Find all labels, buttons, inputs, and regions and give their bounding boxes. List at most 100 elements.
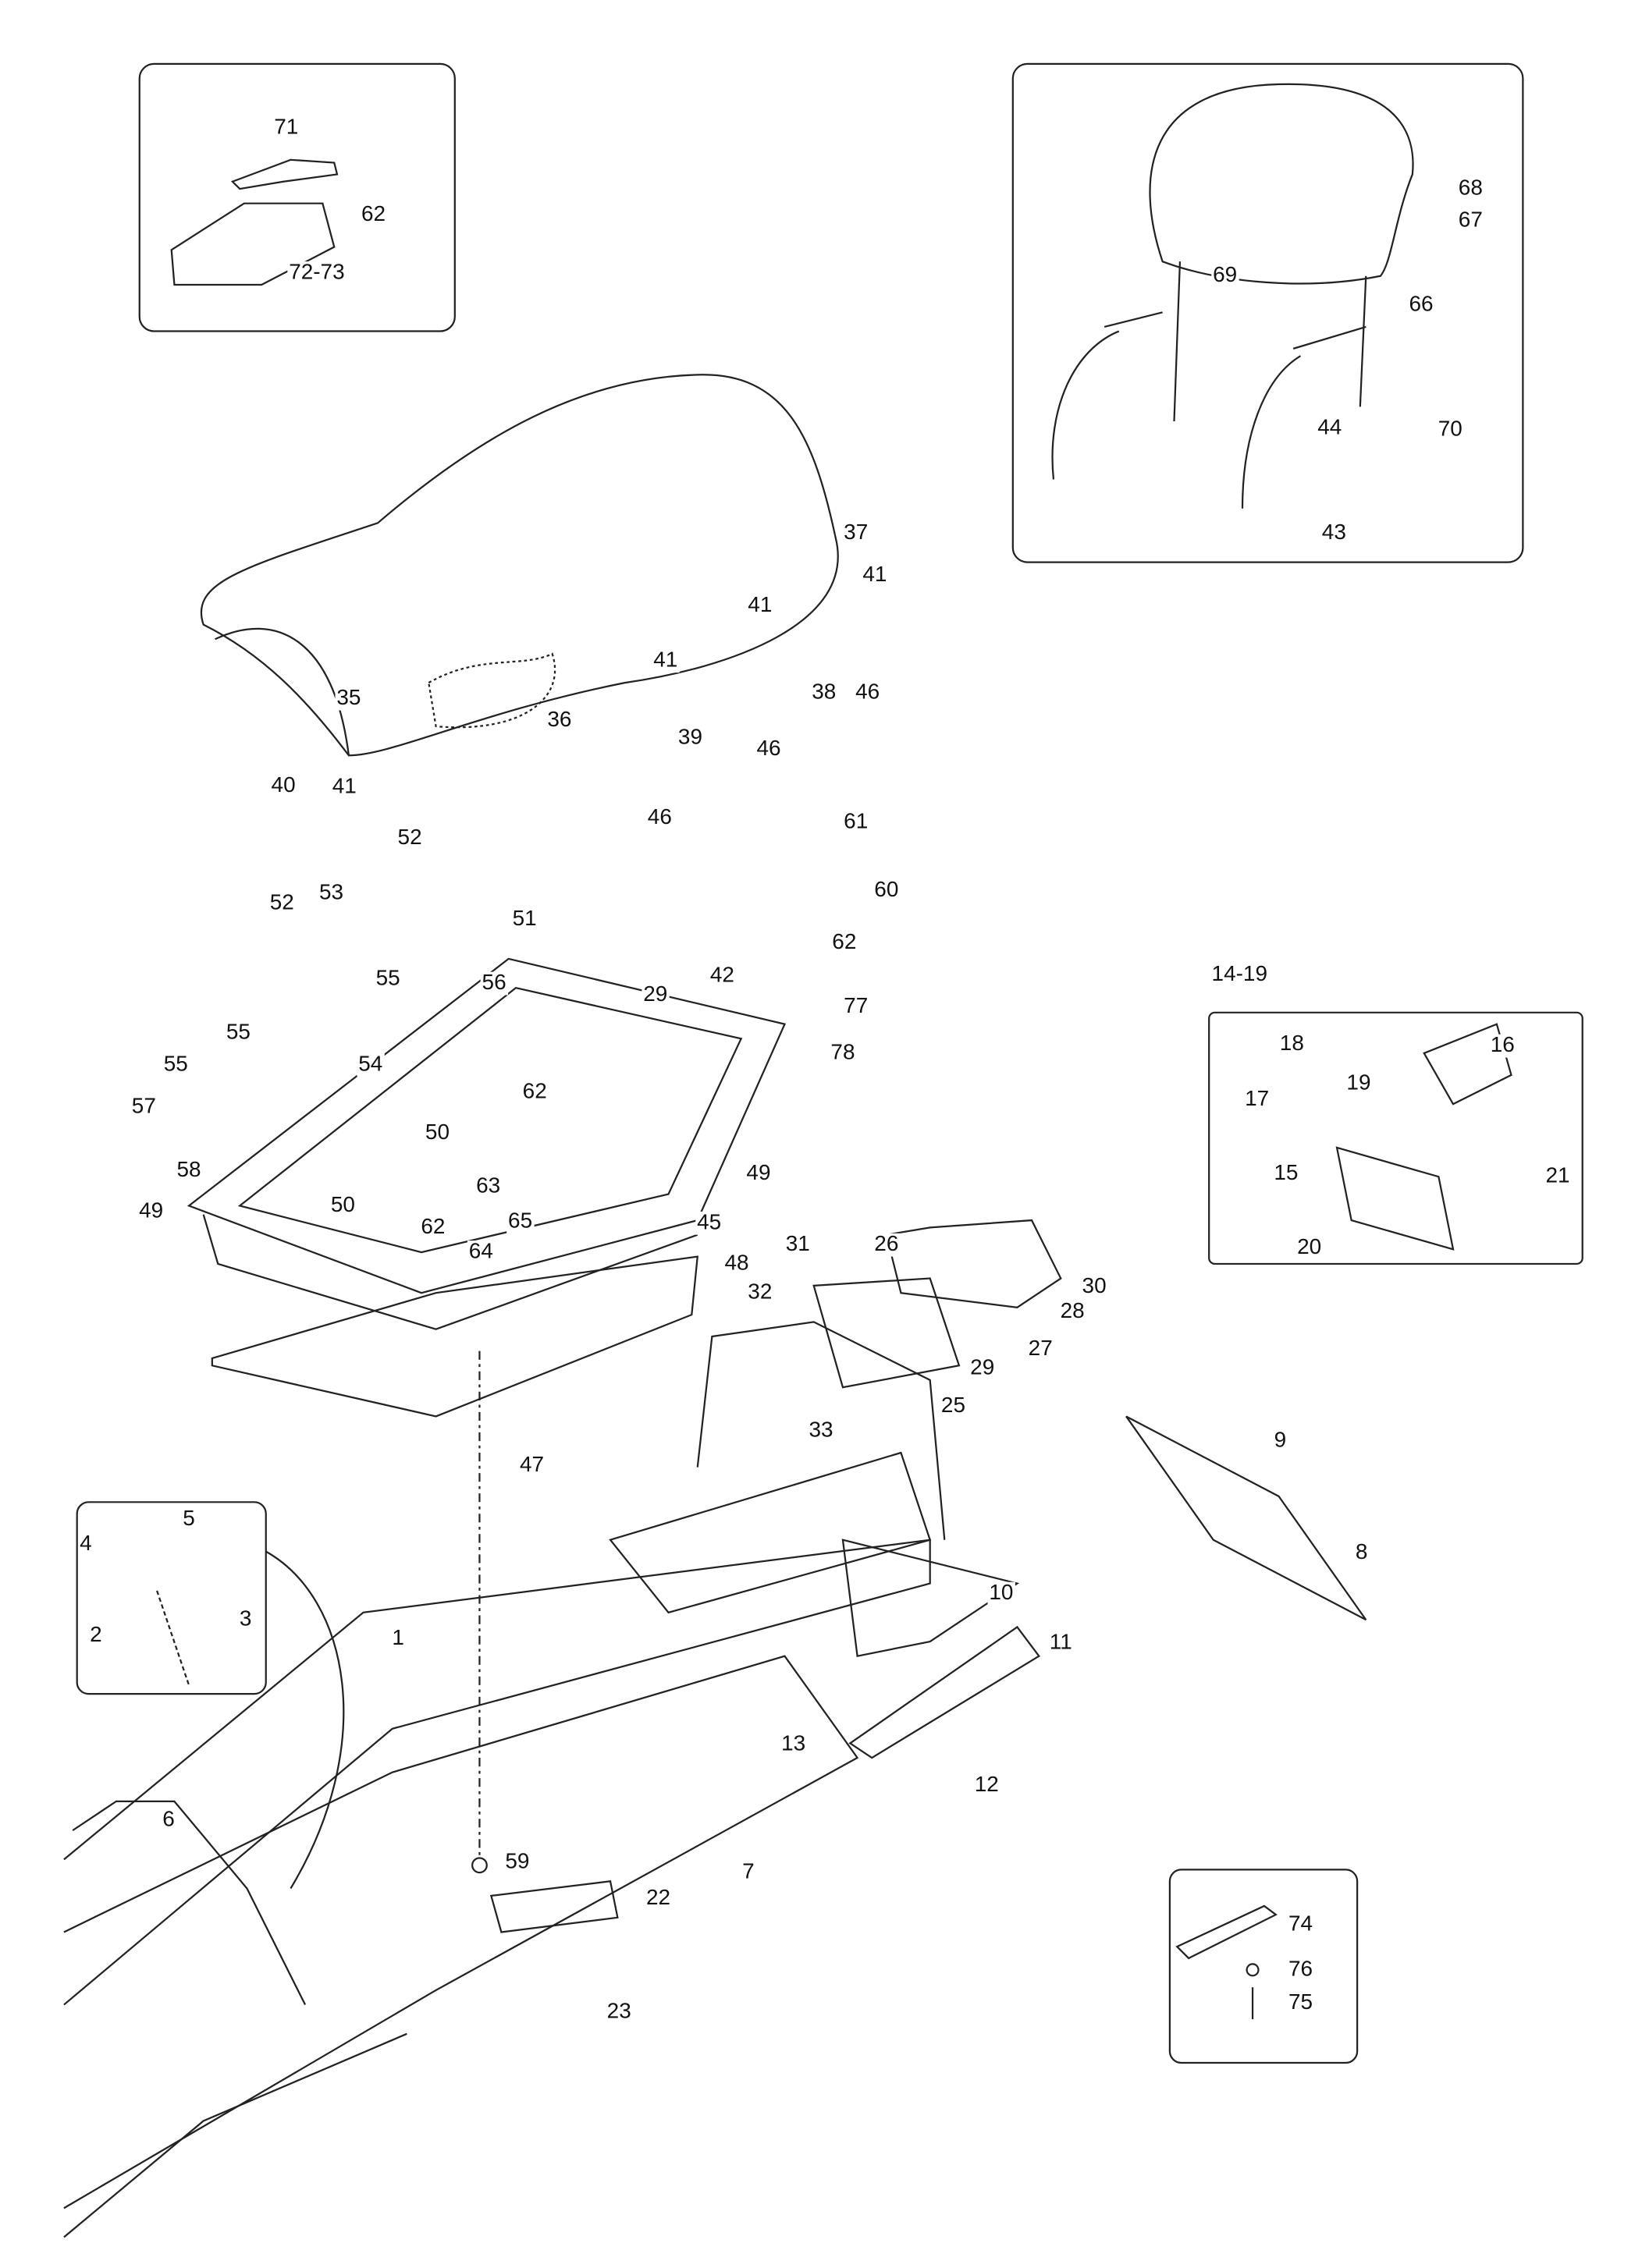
part-label: 56 [480, 970, 508, 996]
part-label: 12 [972, 1772, 1000, 1798]
part-label: 9 [1272, 1428, 1288, 1453]
seat-bag [170, 158, 339, 286]
part-label: 78 [829, 1040, 857, 1065]
part-label: 71 [272, 115, 300, 140]
inset-box-hitch [1208, 1011, 1583, 1265]
part-label: 22 [645, 1885, 672, 1911]
part-label: 27 [1026, 1336, 1054, 1361]
part-label: 32 [746, 1280, 774, 1305]
part-label: 11 [1047, 1630, 1074, 1655]
part-label: 53 [318, 880, 345, 906]
part-label: 65 [506, 1209, 534, 1233]
part-label: 18 [1278, 1031, 1306, 1056]
part-label: 7 [741, 1859, 756, 1885]
mud-flap [841, 1415, 1367, 1759]
part-label: 55 [374, 966, 402, 991]
hitch-parts [1335, 1023, 1512, 1251]
backrest [1051, 83, 1414, 509]
part-label: 46 [854, 680, 882, 705]
bracket-strip [156, 1590, 190, 1686]
part-label: 2 [88, 1622, 104, 1648]
part-label: 15 [1272, 1160, 1300, 1186]
part-label: 67 [1456, 208, 1484, 232]
part-label: 64 [467, 1239, 495, 1264]
inset-box-backrest [1011, 62, 1524, 563]
part-label: 46 [755, 736, 783, 761]
part-label: 46 [645, 804, 674, 830]
part-label: 74 [1287, 1911, 1314, 1937]
part-label: 47 [518, 1453, 546, 1478]
part-label: 28 [1058, 1298, 1086, 1324]
part-label: 66 [1407, 292, 1435, 317]
part-label: 54 [357, 1052, 385, 1077]
part-label: 21 [1544, 1163, 1572, 1189]
part-label: 16 [1488, 1032, 1516, 1058]
part-label: 42 [709, 963, 736, 988]
part-label: 30 [1080, 1273, 1108, 1299]
part-label: 45 [695, 1210, 723, 1235]
part-label: 10 [987, 1580, 1015, 1606]
part-label: 72-73 [287, 260, 347, 285]
part-label: 6 [161, 1807, 176, 1832]
part-label: 49 [745, 1160, 773, 1186]
part-label: 17 [1243, 1086, 1271, 1112]
part-label: 31 [784, 1231, 812, 1257]
part-label: 4 [78, 1531, 94, 1556]
part-label: 41 [652, 648, 680, 673]
callout-line [265, 1550, 345, 1890]
part-label: 44 [1316, 415, 1344, 441]
part-label: 3 [238, 1606, 254, 1632]
part-label: 29 [642, 981, 670, 1007]
part-label: 58 [175, 1158, 203, 1183]
nut [471, 1857, 488, 1874]
part-label: 52 [268, 890, 296, 916]
part-label: 69 [1211, 263, 1239, 288]
rail-parts [1175, 1904, 1278, 2020]
part-label: 23 [605, 1999, 633, 2024]
part-label: 48 [723, 1251, 751, 1276]
part-label: 63 [474, 1173, 503, 1199]
part-label: 38 [810, 680, 838, 705]
part-label: 43 [1320, 520, 1348, 545]
part-label: 50 [424, 1120, 451, 1145]
part-label: 29 [968, 1355, 997, 1380]
storage-tub [187, 957, 787, 1418]
part-label: 33 [807, 1418, 835, 1443]
part-label: 68 [1456, 176, 1484, 201]
part-label: 59 [503, 1849, 531, 1874]
part-label: 20 [1295, 1234, 1324, 1260]
part-label: 50 [329, 1192, 357, 1218]
taillight [812, 1219, 1062, 1389]
part-label: 41 [330, 774, 358, 800]
part-label: 55 [162, 1052, 190, 1077]
part-label: 13 [780, 1731, 808, 1757]
part-label: 8 [1354, 1539, 1370, 1565]
part-label: 41 [746, 592, 774, 618]
part-label: 70 [1436, 417, 1464, 442]
part-label: 36 [546, 707, 574, 733]
part-label: 75 [1287, 1989, 1314, 2015]
part-label: 40 [269, 772, 297, 798]
part-label: 19 [1345, 1070, 1373, 1095]
part-label: 77 [842, 993, 870, 1019]
rack-and-tunnel [63, 1321, 946, 2238]
part-label: 76 [1287, 1957, 1314, 1982]
bumper-pad [489, 1880, 619, 1933]
inset-box-seat-bag [138, 62, 456, 332]
part-label: 62 [360, 201, 387, 227]
inset-box-rail [1168, 1869, 1359, 2064]
part-label: 37 [842, 520, 870, 545]
part-label: 39 [677, 725, 704, 750]
part-label: 62 [521, 1079, 549, 1105]
part-label: 26 [873, 1231, 901, 1257]
part-label: 25 [940, 1393, 967, 1418]
part-label: 60 [873, 877, 901, 903]
part-label: 55 [224, 1020, 252, 1045]
part-label: 41 [861, 562, 889, 587]
part-label: 14-19 [1210, 961, 1269, 987]
part-label: 52 [396, 825, 424, 850]
part-label: 61 [842, 809, 870, 834]
part-label: 57 [130, 1094, 158, 1119]
